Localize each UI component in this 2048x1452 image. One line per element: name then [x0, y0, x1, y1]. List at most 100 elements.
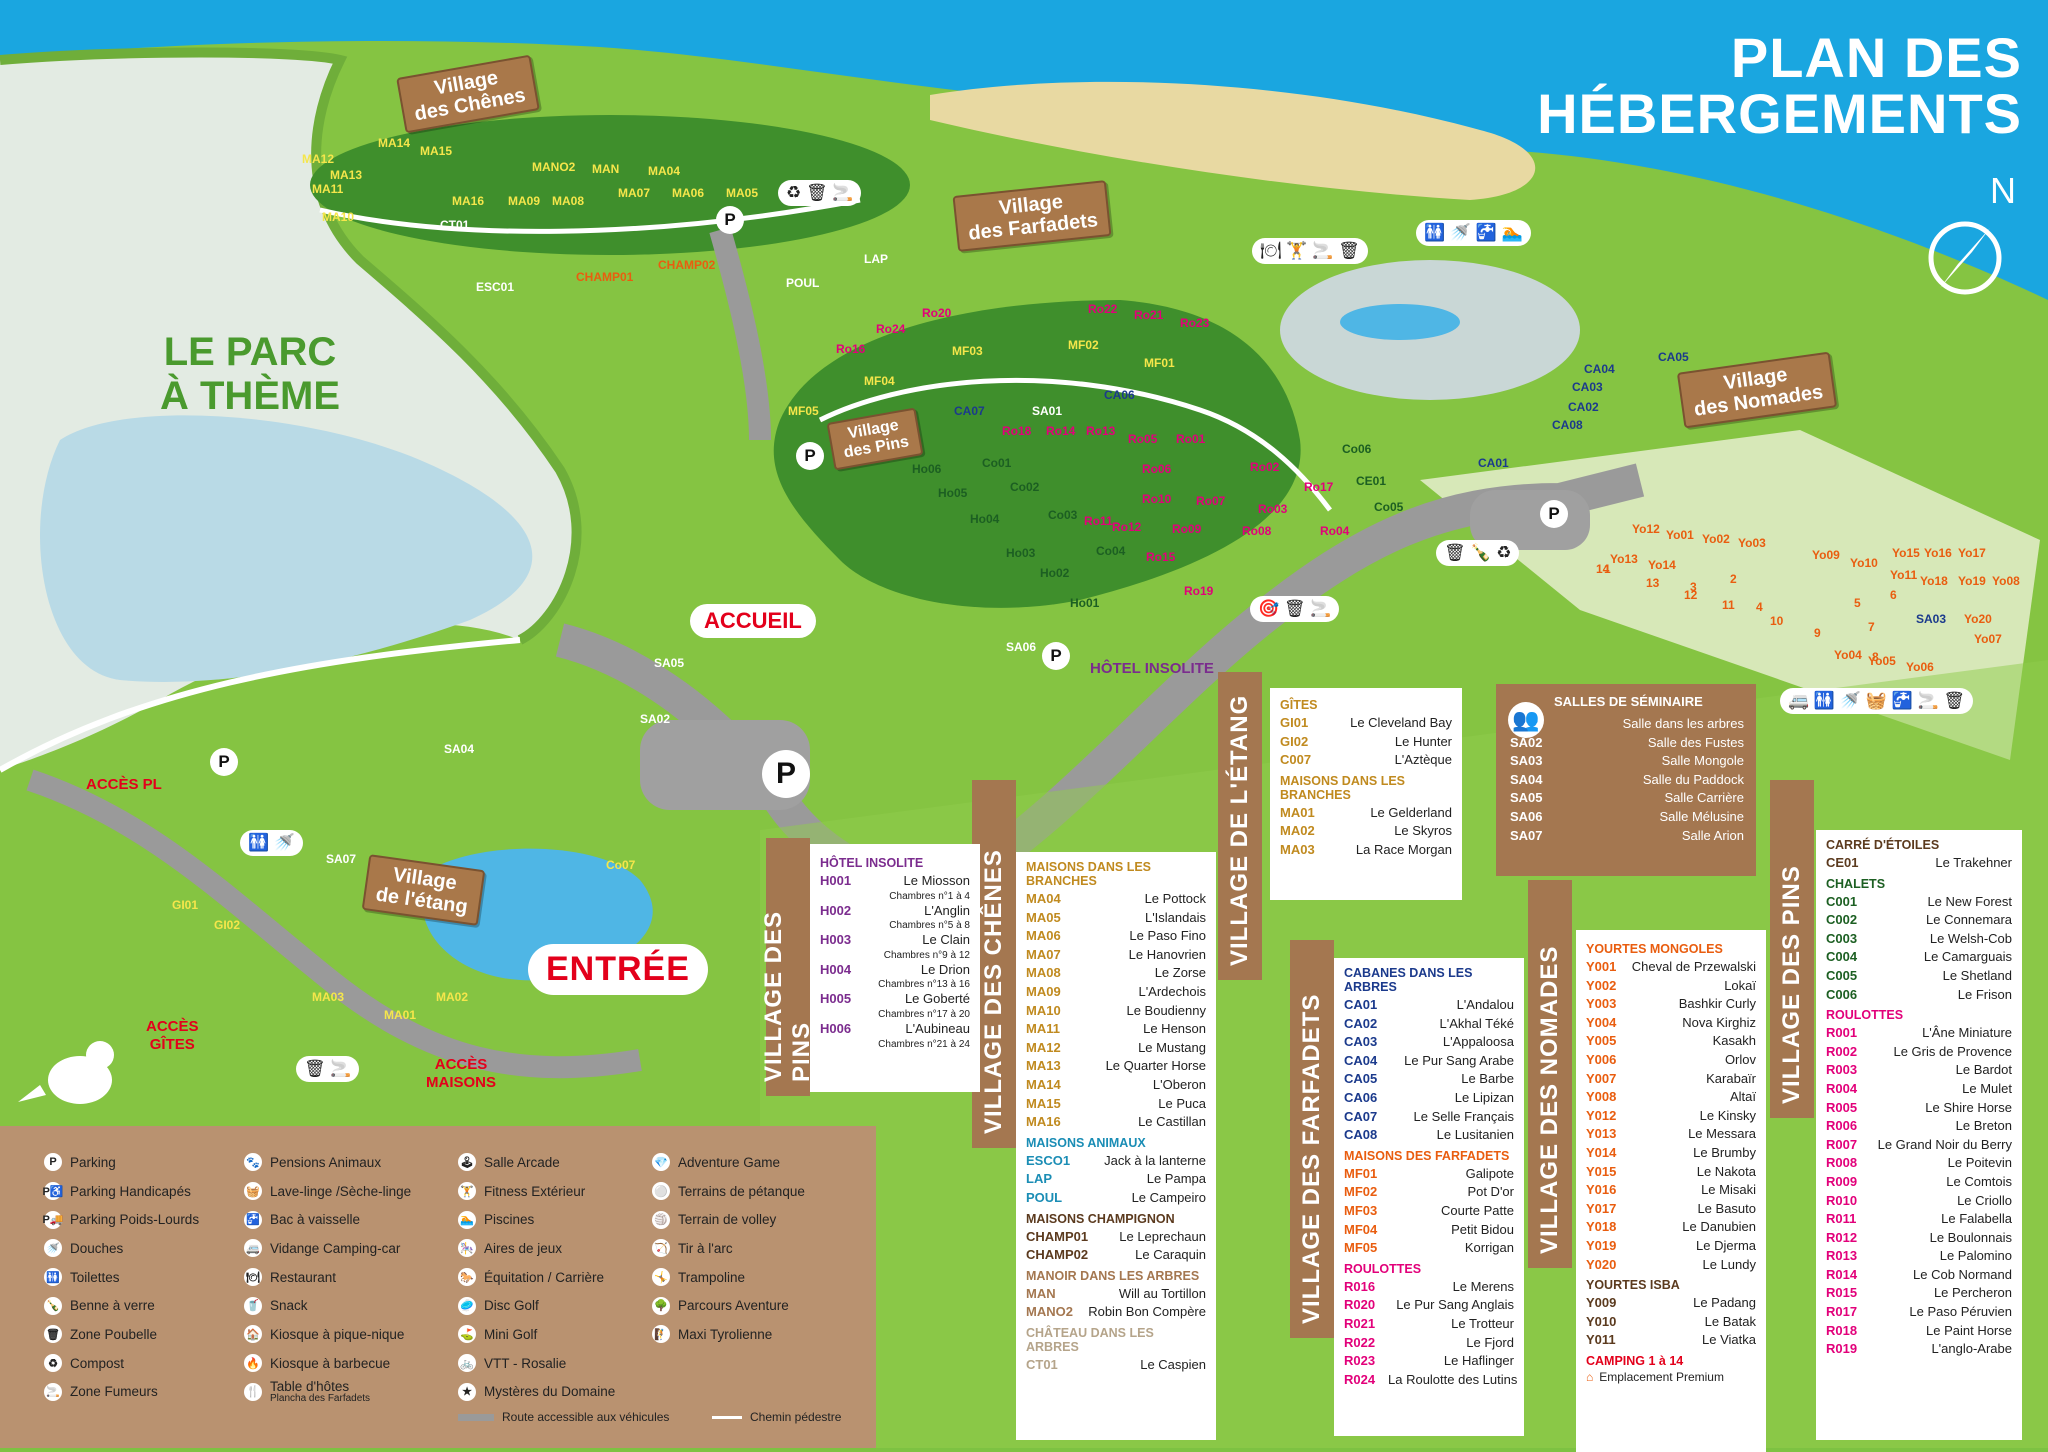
map-code-nomades[interactable]: Yo10: [1850, 556, 1878, 570]
map-code-chenes[interactable]: CHAMP02: [658, 258, 716, 272]
map-code-farfadets_ca[interactable]: CA08: [1552, 418, 1583, 432]
map-code-pins[interactable]: Co01: [982, 456, 1012, 470]
map-code-farfadets_ro[interactable]: Ro16: [836, 342, 866, 356]
map-code-chenes[interactable]: MA04: [648, 164, 681, 178]
map-code-chenes[interactable]: CT01: [440, 218, 470, 232]
map-code-nomades[interactable]: Yo09: [1812, 548, 1840, 562]
map-code-farfadets_ro[interactable]: Ro01: [1176, 432, 1206, 446]
map-code-farfadets_ro[interactable]: Ro12: [1112, 520, 1142, 534]
map-code-nomades[interactable]: Yo11: [1890, 568, 1918, 582]
services-bubble-etang[interactable]: 🚻 🚿: [240, 830, 304, 856]
map-code-farfadets_ro[interactable]: Ro23: [1180, 316, 1210, 330]
map-code-chenes[interactable]: MAN: [592, 162, 620, 176]
entree-label[interactable]: ENTRÉE: [528, 944, 708, 995]
map-code-pins[interactable]: SA01: [1032, 404, 1063, 418]
map-code-camping[interactable]: 5: [1854, 596, 1861, 610]
map-code-camping[interactable]: 10: [1770, 614, 1784, 628]
map-code-farfadets_ro[interactable]: Ro07: [1196, 494, 1226, 508]
map-code-pins[interactable]: SA06: [1006, 640, 1037, 654]
services-bubble-farfadets[interactable]: 🎯 🗑 🚬: [1250, 596, 1340, 622]
accueil-label[interactable]: ACCUEIL: [690, 604, 816, 638]
map-code-farfadets_ro[interactable]: Ro15: [1146, 550, 1176, 564]
map-code-pins[interactable]: CE01: [1356, 474, 1387, 488]
map-code-pins[interactable]: Co03: [1048, 508, 1078, 522]
map-code-nomades[interactable]: Yo15: [1892, 546, 1920, 560]
map-code-farfadets_ro[interactable]: Ro08: [1242, 524, 1272, 538]
map-code-nomades[interactable]: Yo18: [1920, 574, 1948, 588]
parking-icon-chenes[interactable]: P: [716, 206, 744, 234]
map-code-farfadets_mf[interactable]: MF04: [864, 374, 895, 388]
map-code-farfadets_ca[interactable]: CA01: [1478, 456, 1509, 470]
map-code-chenes[interactable]: MA07: [618, 186, 651, 200]
map-code-farfadets_ro[interactable]: Ro19: [1184, 584, 1214, 598]
map-code-chenes[interactable]: POUL: [786, 276, 820, 290]
map-code-pins[interactable]: Co04: [1096, 544, 1126, 558]
map-code-chenes[interactable]: MA13: [330, 168, 363, 182]
map-code-farfadets_ro[interactable]: Ro14: [1046, 424, 1076, 438]
map-code-farfadets_ro[interactable]: Ro22: [1088, 302, 1118, 316]
map-code-farfadets_mf[interactable]: MF03: [952, 344, 983, 358]
map-code-farfadets_ca[interactable]: CA04: [1584, 362, 1615, 376]
services-bubble-chenes[interactable]: ♻ 🗑 🚬: [778, 180, 862, 206]
map-code-pins[interactable]: Ho04: [970, 512, 1000, 526]
map-code-nomades[interactable]: Yo16: [1924, 546, 1952, 560]
map-code-farfadets_ro[interactable]: Ro20: [922, 306, 952, 320]
map-code-farfadets_mf[interactable]: MF01: [1144, 356, 1175, 370]
map-code-nomades[interactable]: Yo03: [1738, 536, 1766, 550]
map-code-etang[interactable]: SA07: [326, 852, 357, 866]
map-code-nomades[interactable]: Yo01: [1666, 528, 1694, 542]
map-code-chenes[interactable]: CHAMP01: [576, 270, 634, 284]
map-code-chenes[interactable]: MA06: [672, 186, 705, 200]
map-code-farfadets_ro[interactable]: Ro05: [1128, 432, 1158, 446]
map-code-pins[interactable]: Ho03: [1006, 546, 1036, 560]
map-code-farfadets_ro[interactable]: Ro17: [1304, 480, 1334, 494]
map-code-farfadets_ro[interactable]: Ro10: [1142, 492, 1172, 506]
map-code-camping[interactable]: 8: [1872, 650, 1879, 664]
map-code-camping[interactable]: 13: [1646, 576, 1660, 590]
map-code-farfadets_ro[interactable]: Ro11: [1084, 514, 1113, 528]
map-code-farfadets_mf[interactable]: MF05: [788, 404, 819, 418]
